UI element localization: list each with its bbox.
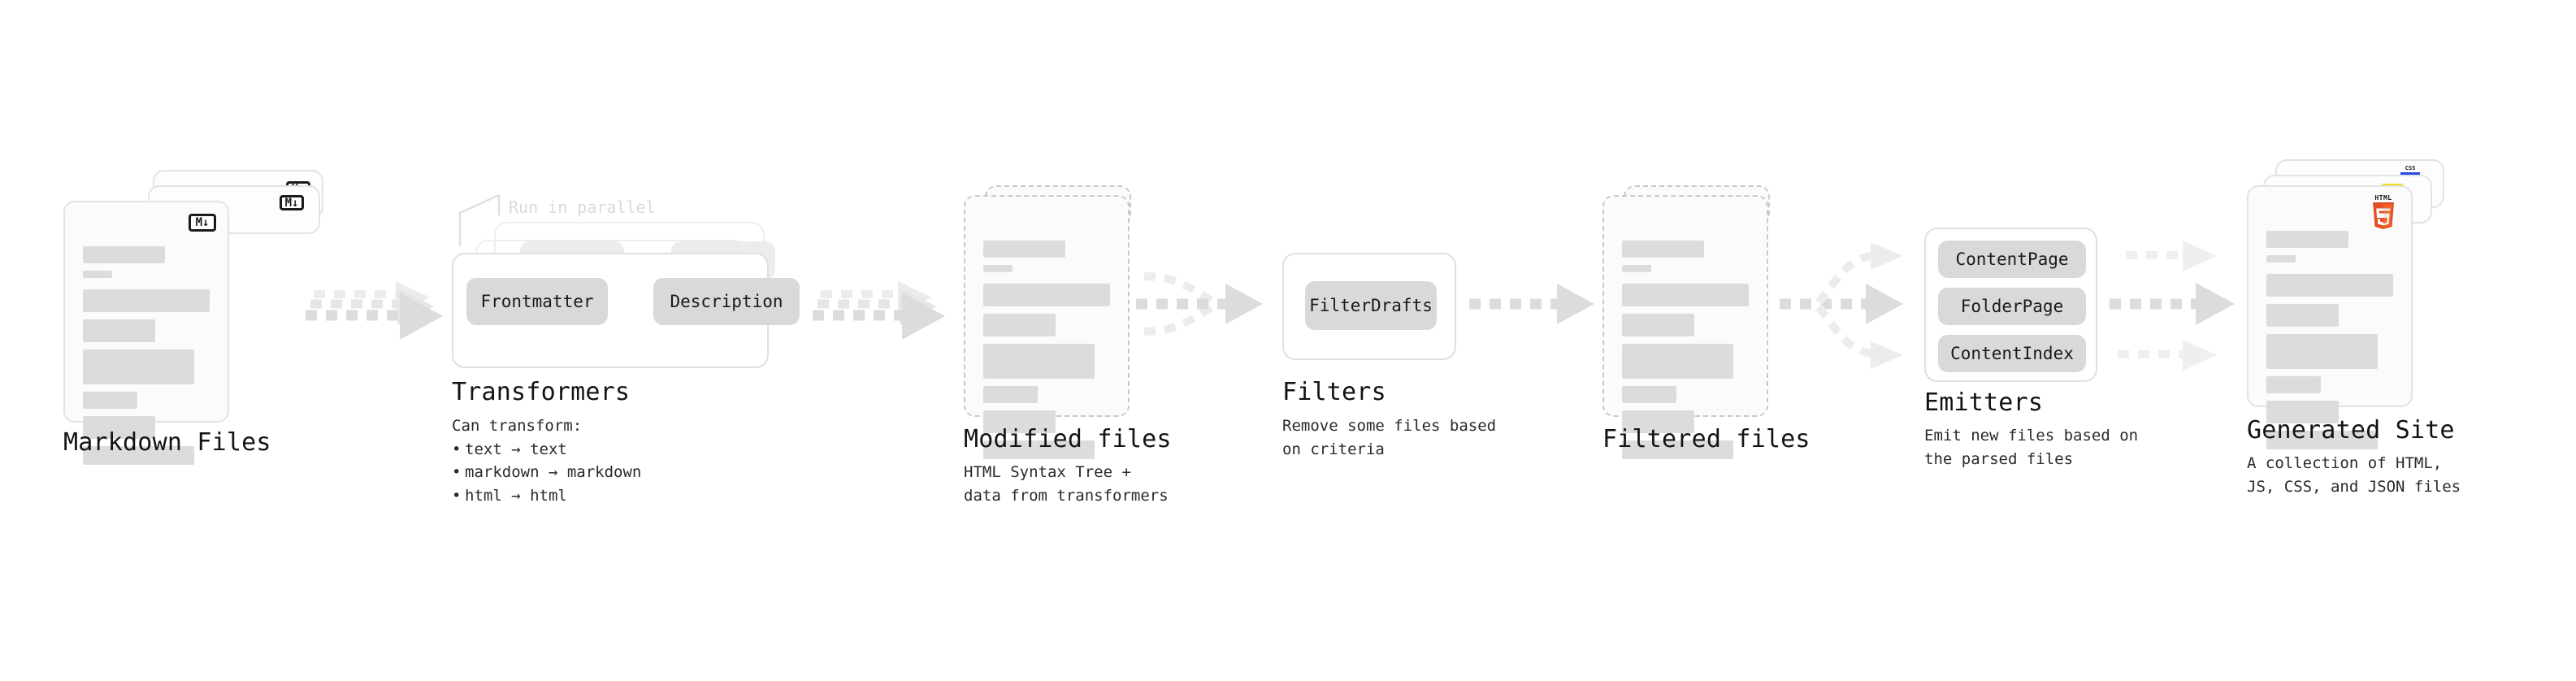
transformers-description: Can transform: text → text markdown → ma… — [452, 414, 728, 507]
stage-filters: FilterDrafts Filters Remove some files b… — [1282, 253, 1497, 458]
document-skeleton — [983, 234, 1110, 466]
filter-box[interactable]: FilterDrafts — [1282, 253, 1456, 360]
generated-site-description: A collection of HTML, JS, CSS, and JSON … — [2247, 454, 2461, 496]
css3-icon: CSS — [2400, 166, 2420, 176]
stage-markdown-files: M↓ M↓ M↓ — [0, 0, 325, 681]
markdown-icon: M↓ — [280, 195, 304, 210]
emitter-pill-contentpage[interactable]: ContentPage — [1938, 241, 2086, 278]
document-skeleton — [83, 240, 210, 472]
transformers-description-heading: Can transform: — [452, 417, 583, 435]
generated-card-front: HTML — [2247, 185, 2413, 449]
stage-modified-files: Modified files HTML Syntax Tree + data f… — [0, 0, 1178, 681]
stage-emitters: ContentPage FolderPage ContentIndex Emit… — [1924, 228, 2139, 468]
emitters-description: Emit new files based on the parsed files — [1924, 427, 2139, 468]
html5-icon: HTML — [2370, 195, 2396, 235]
modified-card-front — [964, 195, 1130, 459]
list-item: html → html — [465, 484, 728, 508]
stage-title-emitters: Emitters — [1924, 388, 2044, 417]
markdown-card-front: M↓ — [63, 201, 229, 465]
transformers-capability-list: text → text markdown → markdown html → h… — [452, 438, 728, 508]
run-in-parallel-note: Run in parallel — [509, 197, 656, 217]
transformer-pill-description[interactable]: Description — [653, 278, 800, 325]
html5-shield — [2373, 202, 2394, 229]
document-skeleton — [2266, 224, 2393, 457]
filter-pill-filterdrafts[interactable]: FilterDrafts — [1305, 281, 1437, 330]
list-item: text → text — [465, 438, 728, 462]
stage-title-filtered-files: Filtered files — [1602, 425, 1811, 453]
stage-title-markdown-files: Markdown Files — [63, 428, 271, 457]
stage-title-transformers: Transformers — [452, 378, 631, 406]
emitter-pill-folderpage[interactable]: FolderPage — [1938, 288, 2086, 325]
modified-files-description: HTML Syntax Tree + data from transformer… — [964, 463, 1169, 505]
transformer-box-front[interactable]: Frontmatter Description — [452, 253, 800, 368]
stage-title-modified-files: Modified files — [964, 425, 1172, 453]
emitter-pill-contentindex[interactable]: ContentIndex — [1938, 335, 2086, 372]
emitter-box[interactable]: ContentPage FolderPage ContentIndex — [1924, 228, 2097, 382]
stage-filtered-files: Filtered files — [1602, 185, 1811, 459]
document-skeleton — [1622, 234, 1749, 466]
filters-description: Remove some files based on criteria — [1282, 417, 1497, 458]
markdown-icon: M↓ — [189, 214, 216, 232]
stage-transformers: Run in parallel Frontmatter Description … — [0, 0, 861, 681]
filtered-card-front — [1602, 195, 1768, 459]
stage-title-generated-site: Generated Site — [2247, 416, 2455, 445]
transformer-pill-frontmatter[interactable]: Frontmatter — [466, 278, 608, 325]
stage-title-filters: Filters — [1282, 378, 1386, 406]
list-item: markdown → markdown — [465, 461, 728, 484]
